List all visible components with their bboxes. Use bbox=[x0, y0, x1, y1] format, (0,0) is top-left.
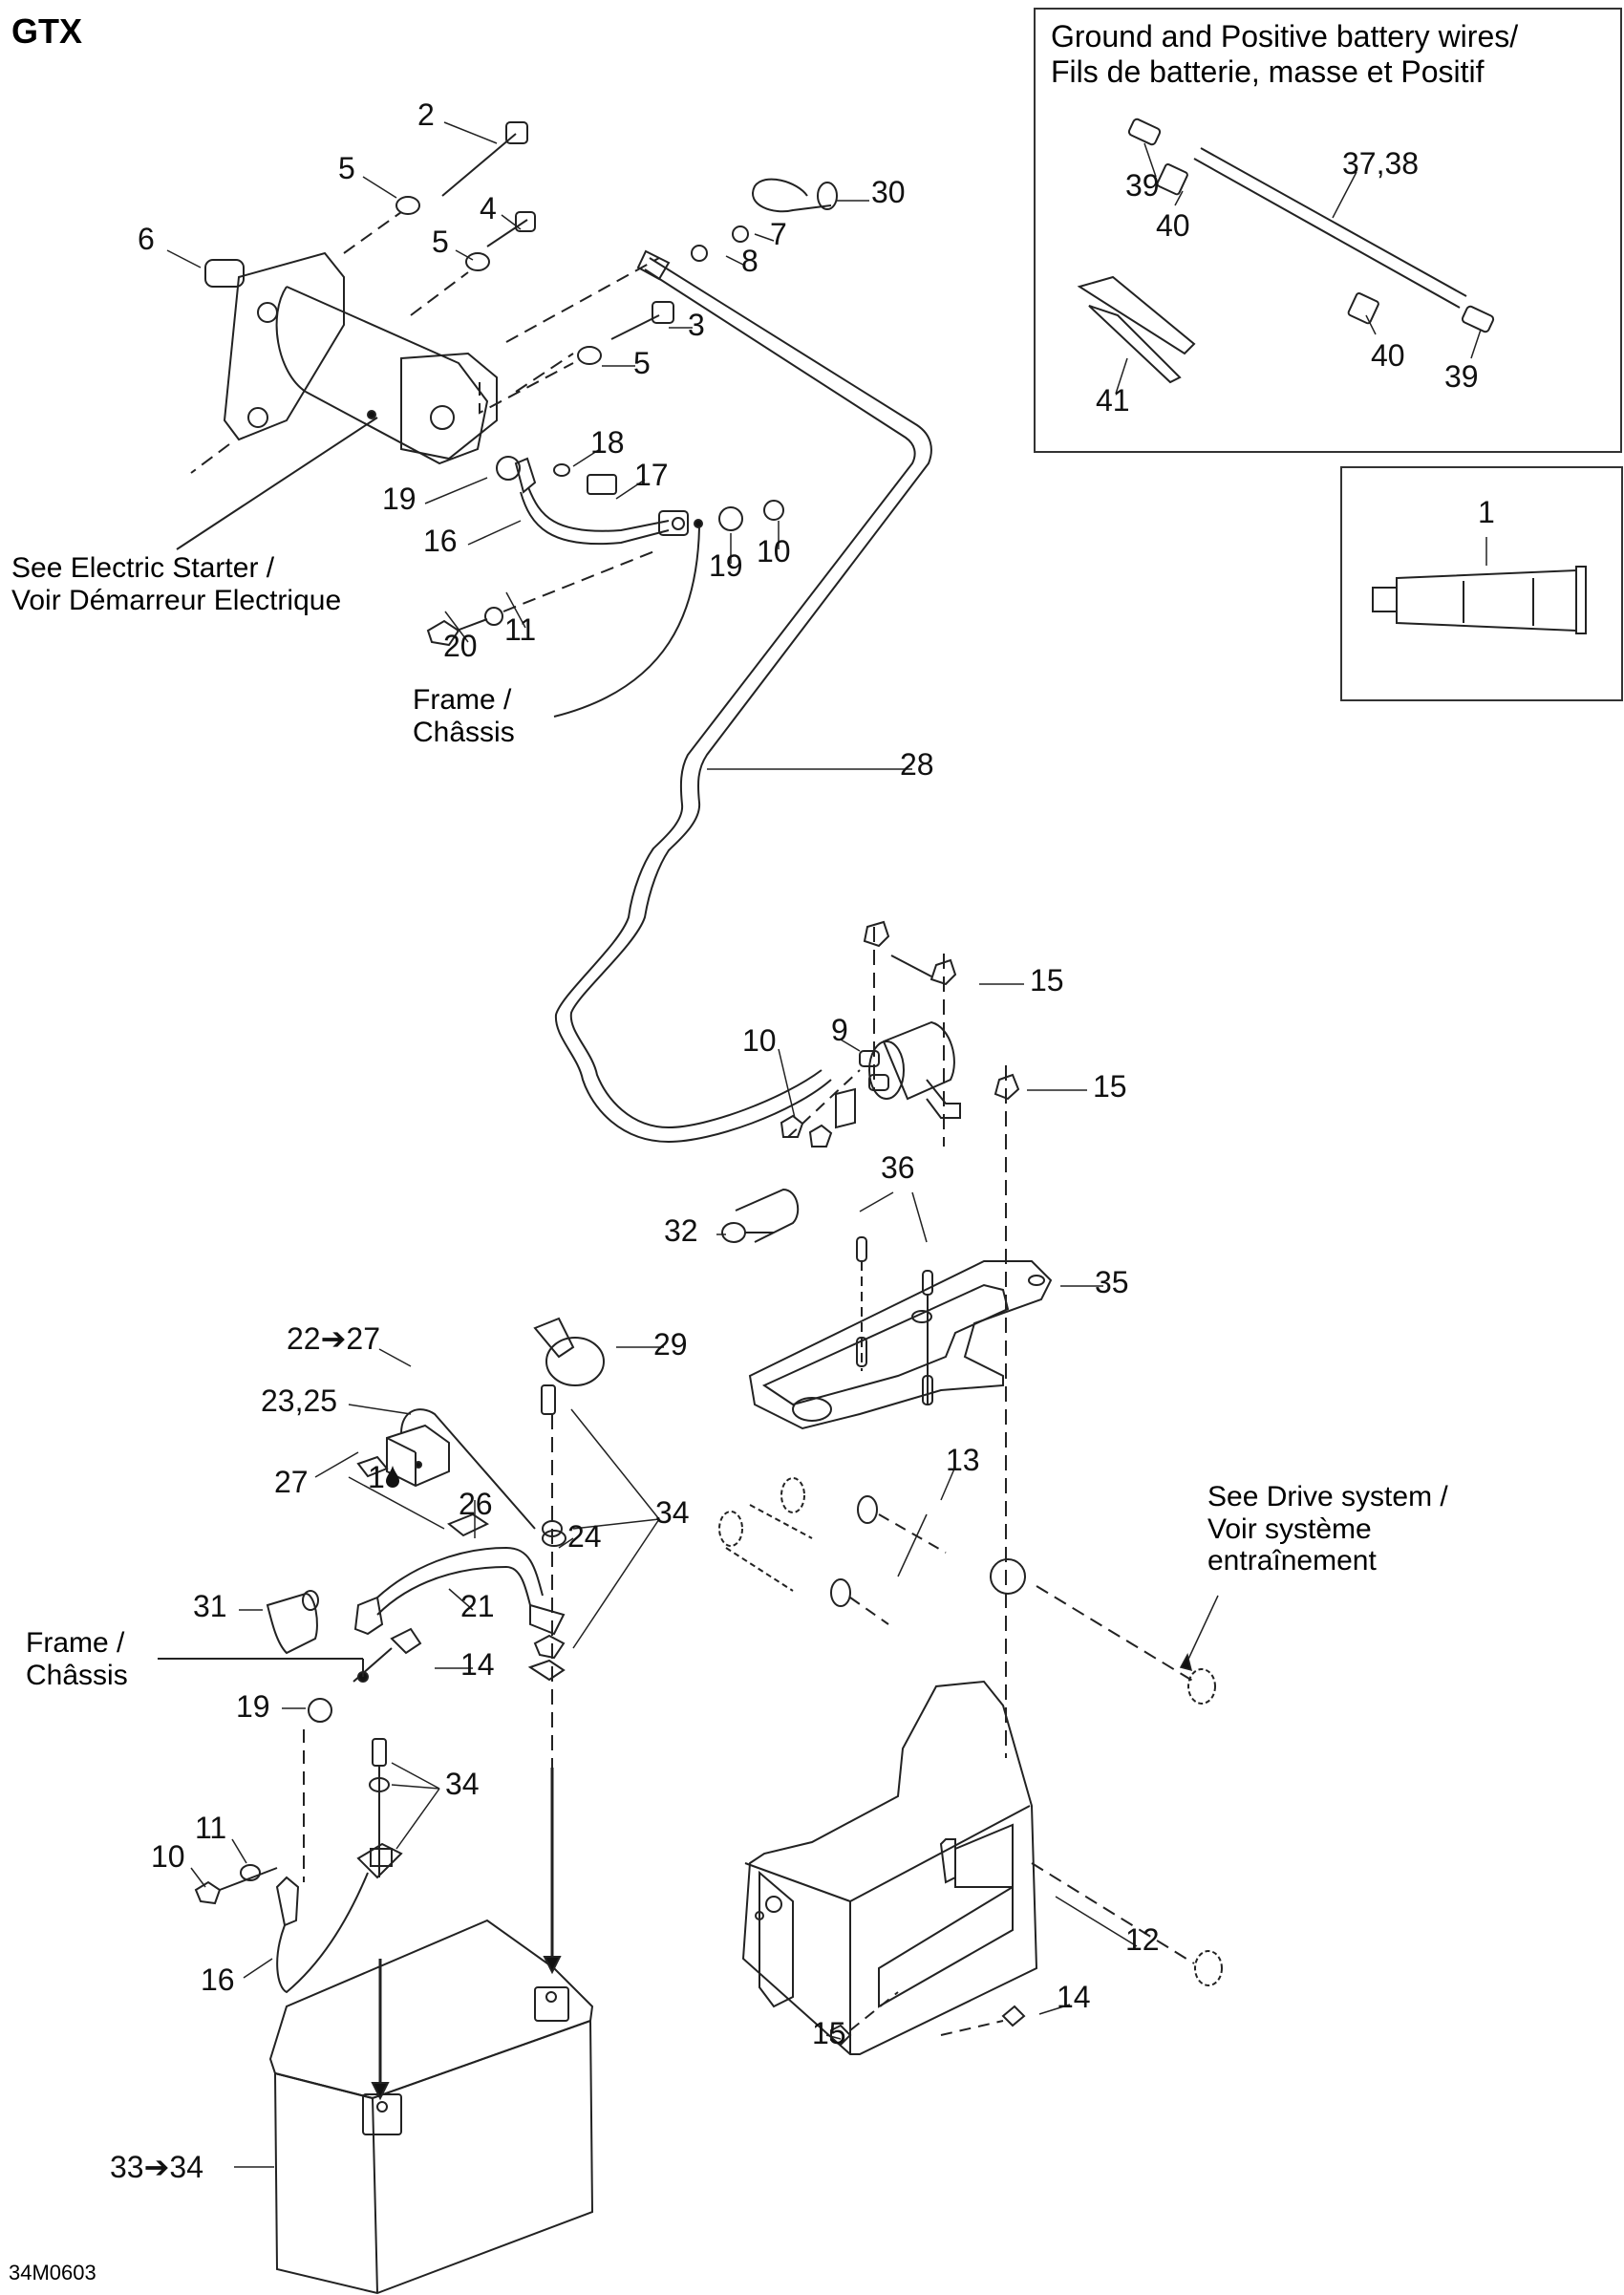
note-electric-starter-line2: Voir Démarreur Electrique bbox=[11, 584, 342, 616]
note-frame-top: Frame / Châssis bbox=[413, 684, 515, 748]
note-frame-bottom-line2: Châssis bbox=[26, 1659, 128, 1691]
callout-41: 41 bbox=[1096, 383, 1130, 418]
callout-leader-lines bbox=[166, 121, 1487, 2168]
lubricant-tube-drawing bbox=[1372, 566, 1587, 634]
callout-11: 11 bbox=[195, 1811, 227, 1845]
drawing-code: 34M0603 bbox=[9, 2261, 96, 2284]
callout-26: 26 bbox=[459, 1487, 493, 1521]
callout-1-inset: 1 bbox=[1478, 495, 1495, 529]
callout-10: 10 bbox=[151, 1839, 185, 1874]
callout-40-left: 40 bbox=[1156, 208, 1190, 243]
callout-24: 24 bbox=[567, 1519, 602, 1554]
note-frame-top-line1: Frame / bbox=[413, 684, 512, 716]
note-electric-starter: See Electric Starter / Voir Démarreur El… bbox=[11, 552, 341, 616]
callout-37-38: 37,38 bbox=[1342, 146, 1420, 181]
model-title: GTX bbox=[11, 11, 83, 51]
callout-28: 28 bbox=[900, 747, 934, 782]
callout-19: 19 bbox=[382, 482, 417, 516]
callout-36: 36 bbox=[881, 1150, 915, 1185]
callout-6: 6 bbox=[138, 222, 155, 256]
callout-5: 5 bbox=[338, 151, 355, 185]
wires-inset-title: Ground and Positive battery wires/ Fils … bbox=[1051, 19, 1518, 90]
note-drive-system-line1: See Drive system / bbox=[1207, 1481, 1448, 1512]
hardware-top bbox=[190, 121, 838, 474]
callout-29: 29 bbox=[653, 1327, 688, 1362]
callout-5: 5 bbox=[432, 225, 449, 259]
callout-8: 8 bbox=[741, 244, 759, 278]
callout-14: 14 bbox=[460, 1647, 495, 1682]
cable-21-drawing bbox=[353, 1546, 566, 1636]
callout-18: 18 bbox=[590, 425, 625, 460]
wires-inset-title-line2: Fils de batterie, masse et Positif bbox=[1051, 54, 1485, 89]
callout-19: 19 bbox=[709, 548, 743, 583]
callout-9: 9 bbox=[831, 1013, 848, 1047]
callout-34: 34 bbox=[655, 1495, 690, 1530]
callout-22-27: 22➔27 bbox=[287, 1321, 380, 1356]
callout-33-34: 33➔34 bbox=[110, 2150, 203, 2184]
callout-21: 21 bbox=[460, 1589, 495, 1623]
solenoid-9-drawing bbox=[780, 920, 1020, 1758]
callout-15: 15 bbox=[812, 2016, 846, 2050]
callout-16: 16 bbox=[423, 524, 458, 558]
battery-drawing bbox=[268, 1768, 594, 2295]
callout-11: 11 bbox=[504, 612, 537, 647]
wires-inset-title-line1: Ground and Positive battery wires/ bbox=[1051, 19, 1519, 54]
drop-icon bbox=[385, 1466, 399, 1488]
callout-16: 16 bbox=[201, 1963, 235, 1997]
callout-31: 31 bbox=[193, 1589, 227, 1623]
callout-14: 14 bbox=[1057, 1980, 1091, 2014]
callout-1-sealant: 1 bbox=[368, 1462, 400, 1492]
terminal-boots-drawing bbox=[721, 1188, 800, 1243]
callout-5: 5 bbox=[633, 346, 651, 380]
ground-cable-16-top-drawing bbox=[426, 456, 784, 718]
battery-tray-12-drawing bbox=[718, 1477, 1223, 2055]
callout-32: 32 bbox=[664, 1213, 698, 1248]
bracket-35-drawing bbox=[748, 1236, 1053, 1430]
lubricant-inset-box bbox=[1340, 466, 1623, 701]
callout-4: 4 bbox=[480, 191, 497, 225]
note-drive-system-line2: Voir système bbox=[1207, 1512, 1372, 1545]
callout-19: 19 bbox=[236, 1689, 270, 1724]
callout-34: 34 bbox=[445, 1767, 480, 1801]
note-drive-system-line3: entraînement bbox=[1207, 1545, 1377, 1577]
callout-10: 10 bbox=[757, 534, 791, 568]
note-electric-starter-line1: See Electric Starter / bbox=[11, 552, 275, 584]
positive-cable-28-drawing bbox=[554, 249, 932, 1144]
callout-1-number: 1 bbox=[368, 1460, 385, 1494]
callout-27: 27 bbox=[274, 1465, 309, 1499]
callout-15: 15 bbox=[1093, 1069, 1127, 1104]
electric-starter-drawing bbox=[176, 251, 498, 550]
callout-7: 7 bbox=[770, 217, 787, 251]
callout-40-right: 40 bbox=[1371, 338, 1405, 373]
boots-29-31-drawing bbox=[266, 1317, 605, 1655]
callout-23-25: 23,25 bbox=[261, 1383, 338, 1418]
callout-12: 12 bbox=[1125, 1922, 1160, 1957]
callout-20: 20 bbox=[443, 629, 478, 663]
callout-39-right: 39 bbox=[1444, 359, 1479, 394]
callout-30: 30 bbox=[871, 175, 906, 209]
wires-inset-drawing bbox=[1077, 118, 1495, 384]
callout-15: 15 bbox=[1030, 963, 1064, 997]
callout-39-left: 39 bbox=[1125, 168, 1160, 203]
note-frame-bottom-line1: Frame / bbox=[26, 1627, 125, 1659]
callout-13: 13 bbox=[946, 1443, 980, 1477]
note-frame-bottom: Frame / Châssis bbox=[26, 1627, 128, 1691]
callout-2: 2 bbox=[417, 97, 435, 132]
note-drive-system: See Drive system / Voir système entraîne… bbox=[1207, 1481, 1448, 1577]
ground-cable-16-bottom-drawing bbox=[158, 1627, 422, 1994]
callout-17: 17 bbox=[634, 458, 669, 492]
note-frame-top-line2: Châssis bbox=[413, 716, 515, 748]
fuse-holder-drawing bbox=[356, 1384, 566, 1768]
callout-10: 10 bbox=[742, 1023, 777, 1058]
wires-inset-box bbox=[1034, 8, 1622, 453]
callout-35: 35 bbox=[1095, 1265, 1129, 1299]
callout-3: 3 bbox=[688, 308, 705, 342]
